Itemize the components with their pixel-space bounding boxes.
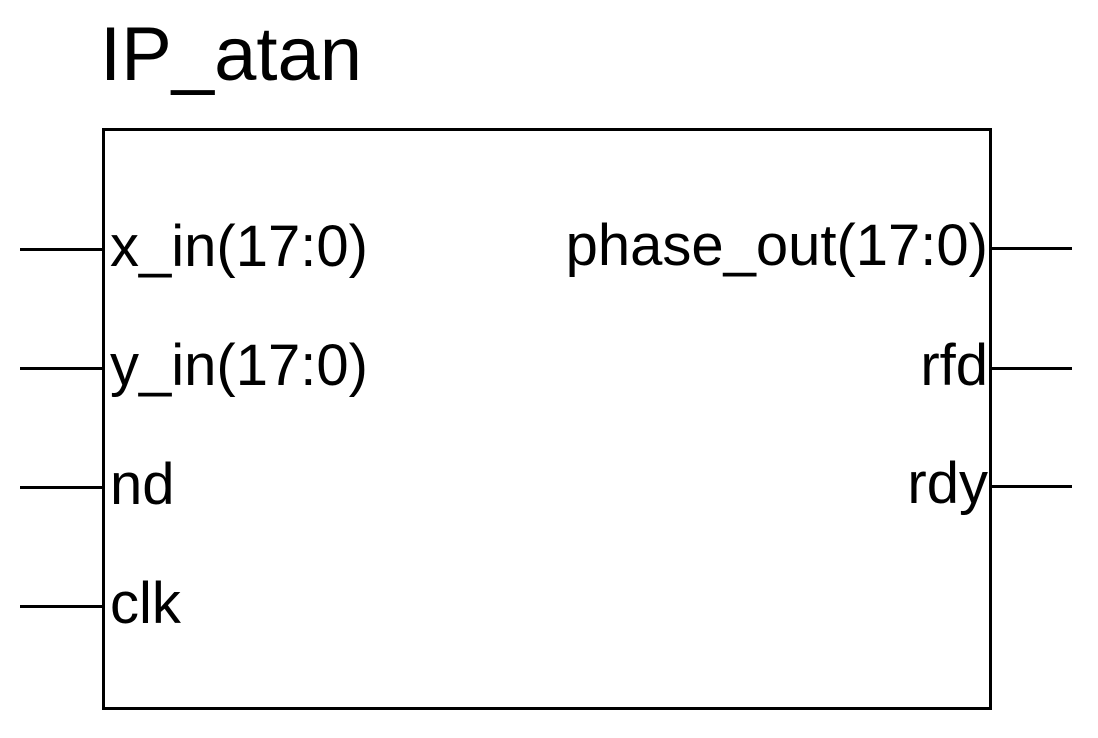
output-pin-line-rdy [992, 485, 1072, 488]
output-pin-line-rfd [992, 367, 1072, 370]
input-pin-line-nd [20, 486, 102, 489]
input-pin-line-x_in [20, 248, 102, 251]
input-port-label-y_in: y_in(17:0) [110, 333, 368, 398]
output-port-label-phase_out: phase_out(17:0) [565, 213, 988, 278]
input-port-label-x_in: x_in(17:0) [110, 214, 368, 279]
input-pin-line-clk [20, 605, 102, 608]
output-pin-line-phase_out [992, 247, 1072, 250]
output-port-label-rfd: rfd [920, 333, 988, 398]
input-port-label-nd: nd [110, 452, 175, 517]
block-outline [102, 128, 992, 710]
block-title: IP_atan [100, 12, 362, 97]
input-port-label-clk: clk [110, 571, 181, 636]
input-pin-line-y_in [20, 367, 102, 370]
output-port-label-rdy: rdy [907, 451, 988, 516]
